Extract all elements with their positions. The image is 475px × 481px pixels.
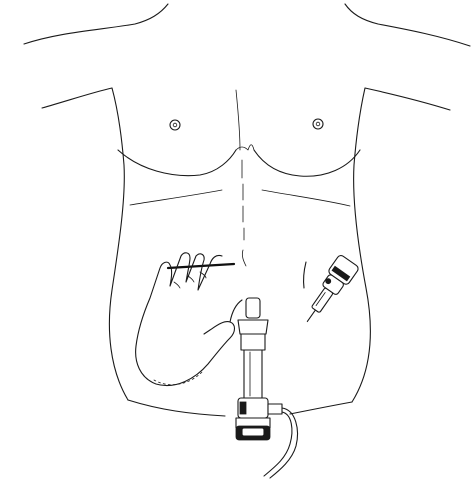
- xiphoid-notch: [236, 145, 254, 150]
- chest: [118, 90, 360, 176]
- port-stub: [304, 262, 306, 288]
- luer-port: [268, 404, 282, 414]
- left-rib-margin: [130, 190, 222, 205]
- finger-crease-2: [188, 276, 194, 282]
- left-nipple: [170, 120, 180, 130]
- hand-icon: [136, 253, 242, 386]
- trocar-icon: [236, 298, 297, 478]
- trocar-collar: [238, 320, 268, 334]
- thumb: [230, 300, 242, 322]
- umbilicus: [242, 250, 246, 266]
- port-needle: [307, 310, 315, 321]
- trocar-valve-shadow: [240, 402, 246, 414]
- trocar-base-window: [242, 428, 264, 436]
- right-arm-line: [365, 88, 450, 110]
- right-nipple-center: [316, 122, 320, 126]
- sternum-line: [236, 90, 240, 150]
- left-arm-line: [42, 88, 112, 108]
- left-pectoral: [118, 150, 236, 176]
- port-icon: [298, 254, 360, 328]
- right-pectoral: [254, 150, 360, 176]
- lower-left-curve: [128, 400, 225, 416]
- finger-crease-3: [174, 282, 180, 288]
- trocar-shaft: [244, 350, 262, 398]
- hand-outline: [136, 253, 235, 386]
- left-shoulder-line: [24, 4, 168, 44]
- glove-cuff: [154, 372, 202, 385]
- lower-right-curve: [290, 402, 352, 414]
- midline: [242, 160, 244, 240]
- trocar-cap: [246, 298, 260, 318]
- left-flank: [109, 88, 128, 400]
- right-flank: [352, 88, 370, 402]
- right-rib-margin: [262, 190, 350, 206]
- right-nipple: [313, 119, 323, 129]
- trocar-shaft-top: [241, 334, 265, 350]
- right-shoulder-line: [345, 4, 470, 46]
- left-nipple-center: [173, 123, 177, 127]
